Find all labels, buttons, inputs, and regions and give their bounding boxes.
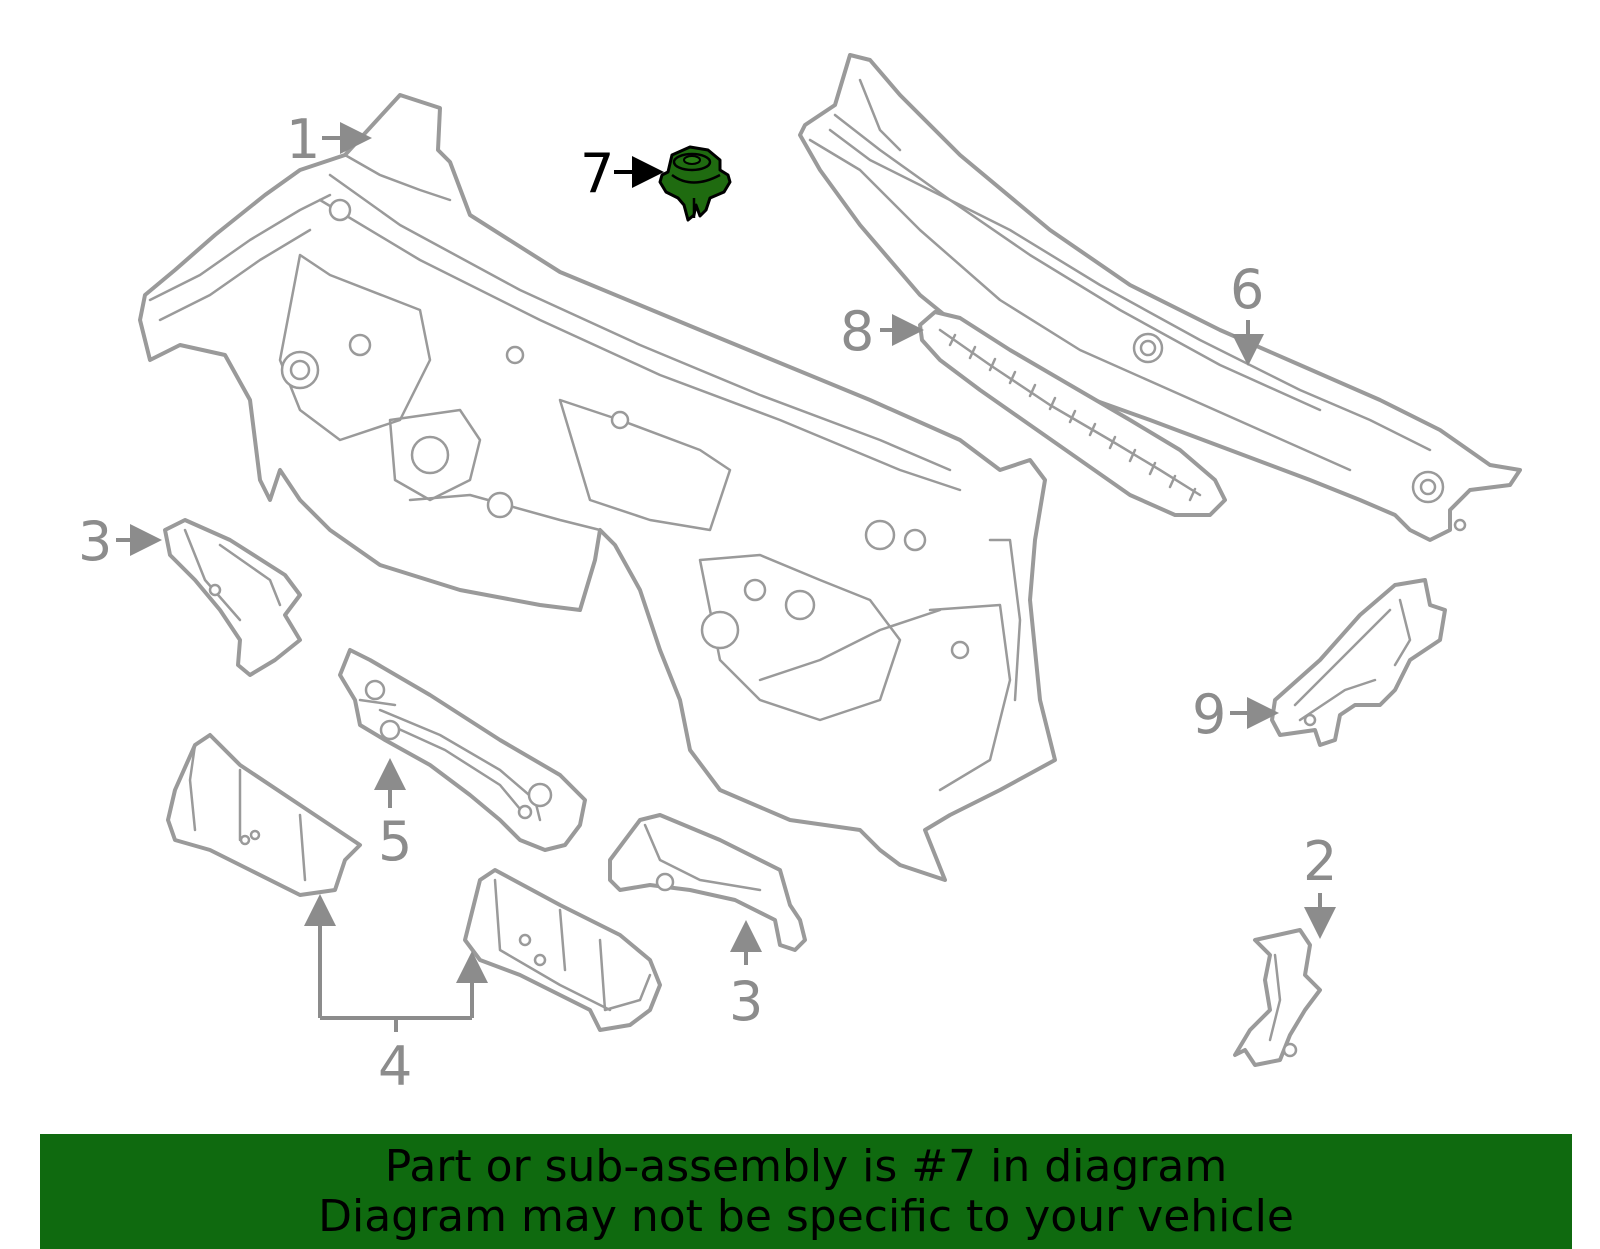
callout-2: 2 xyxy=(1303,830,1337,893)
part-5-reinforcement xyxy=(338,648,587,852)
callout-9: 9 xyxy=(1192,683,1226,746)
banner-line-disclaimer: Diagram may not be specific to your vehi… xyxy=(318,1190,1294,1242)
part-8-seal-strip xyxy=(918,310,1227,517)
callout-6: 6 xyxy=(1230,258,1264,321)
part-2-bracket xyxy=(1233,928,1322,1067)
callout-1: 1 xyxy=(286,108,320,171)
part-4-middle-piece xyxy=(463,868,662,1032)
part-6-cowl-panel xyxy=(798,53,1522,542)
part-3-right-bracket xyxy=(608,813,807,952)
callout-4: 4 xyxy=(378,1035,412,1098)
callout-7: 7 xyxy=(580,142,614,205)
leader-lines xyxy=(116,122,1336,1032)
part-7-clip-highlighted xyxy=(658,145,732,222)
callout-5: 5 xyxy=(378,810,412,873)
banner-line-part: Part or sub-assembly is #7 in diagram xyxy=(384,1140,1228,1192)
info-banner: Part or sub-assembly is #7 in diagram Di… xyxy=(40,1134,1572,1249)
callout-3-left: 3 xyxy=(78,510,112,573)
callout-3-right: 3 xyxy=(729,970,763,1033)
part-4-left-piece xyxy=(166,733,362,897)
callout-8: 8 xyxy=(840,300,874,363)
part-9-side-bracket xyxy=(1270,578,1447,747)
part-3-left-bracket xyxy=(163,518,302,677)
part-1-dash-panel xyxy=(138,93,1057,882)
